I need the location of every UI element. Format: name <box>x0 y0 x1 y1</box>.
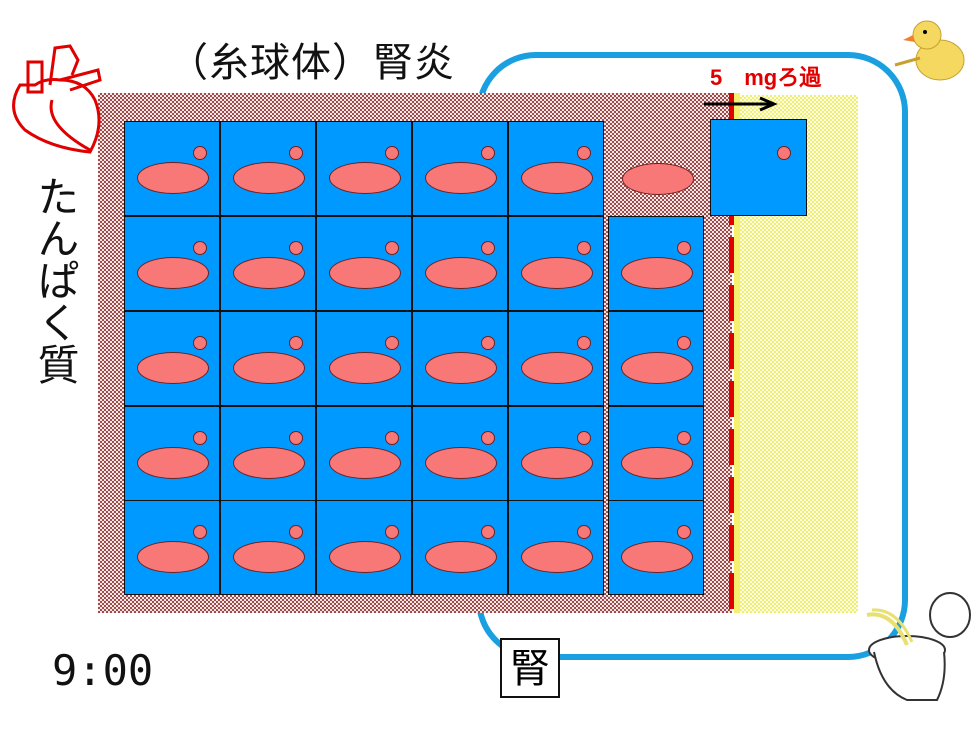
small-protein-dot <box>677 336 691 350</box>
small-protein-dot <box>385 336 399 350</box>
protein-ellipse <box>137 447 209 479</box>
protein-ellipse <box>233 257 305 289</box>
small-protein-dot <box>193 336 207 350</box>
protein-ellipse <box>521 352 593 384</box>
protein-ellipse <box>521 541 593 573</box>
small-protein-dot <box>193 146 207 160</box>
protein-ellipse <box>621 352 693 384</box>
membrane-dash <box>729 333 734 369</box>
small-protein-dot <box>481 336 495 350</box>
small-protein-dot <box>289 525 303 539</box>
protein-ellipse <box>233 162 305 194</box>
protein-ellipse <box>329 352 401 384</box>
protein-ellipse <box>329 162 401 194</box>
filtered-cell <box>710 119 807 216</box>
protein-ellipse <box>521 162 593 194</box>
small-protein-dot <box>193 241 207 255</box>
small-protein-dot <box>289 146 303 160</box>
small-protein-dot <box>385 431 399 445</box>
protein-ellipse <box>425 541 497 573</box>
membrane-dash <box>729 477 734 513</box>
small-protein-dot <box>577 241 591 255</box>
small-protein-dot <box>481 525 495 539</box>
protein-ellipse <box>329 257 401 289</box>
protein-ellipse <box>233 541 305 573</box>
small-protein-dot <box>481 431 495 445</box>
protein-label: たんぱく質 <box>31 175 80 385</box>
membrane-dash <box>729 381 734 417</box>
filtration-label: 5 mgろ過 <box>710 65 822 90</box>
membrane-dash <box>729 429 734 465</box>
membrane-dash <box>729 285 734 321</box>
protein-ellipse <box>425 447 497 479</box>
small-protein-dot <box>289 241 303 255</box>
small-protein-dot <box>385 525 399 539</box>
small-protein-dot <box>289 431 303 445</box>
protein-ellipse <box>425 257 497 289</box>
protein-ellipse <box>621 541 693 573</box>
small-protein-dot <box>481 241 495 255</box>
small-protein-dot <box>577 525 591 539</box>
small-protein-dot <box>385 241 399 255</box>
small-protein-dot <box>777 146 791 160</box>
small-protein-dot <box>677 241 691 255</box>
protein-ellipse <box>137 162 209 194</box>
small-protein-dot <box>677 431 691 445</box>
small-protein-dot <box>577 431 591 445</box>
time-label: 9:00 <box>52 646 154 695</box>
toilet-icon <box>866 592 971 701</box>
protein-ellipse <box>137 541 209 573</box>
protein-ellipse <box>233 447 305 479</box>
membrane-dash <box>729 573 734 609</box>
arrow-right-icon <box>704 96 778 112</box>
small-protein-dot <box>289 336 303 350</box>
protein-ellipse <box>137 257 209 289</box>
protein-ellipse <box>425 162 497 194</box>
heart-icon <box>12 44 102 154</box>
small-protein-dot <box>577 146 591 160</box>
protein-ellipse <box>621 447 693 479</box>
protein-ellipse <box>425 352 497 384</box>
small-protein-dot <box>193 525 207 539</box>
protein-ellipse <box>521 257 593 289</box>
protein-ellipse <box>329 541 401 573</box>
protein-ellipse <box>621 257 693 289</box>
protein-ellipse <box>137 352 209 384</box>
protein-ellipse <box>329 447 401 479</box>
membrane-dash <box>729 525 734 561</box>
protein-ellipse <box>233 352 305 384</box>
small-protein-dot <box>193 431 207 445</box>
membrane-dash <box>729 237 734 273</box>
duck-icon <box>894 20 965 81</box>
small-protein-dot <box>677 525 691 539</box>
kidney-label: 腎 <box>500 638 560 698</box>
small-protein-dot <box>577 336 591 350</box>
page-title: （糸球体）腎炎 <box>168 40 455 86</box>
small-protein-dot <box>385 146 399 160</box>
small-protein-dot <box>481 146 495 160</box>
protein-ellipse <box>521 447 593 479</box>
membrane-dash <box>729 93 734 129</box>
protein-ellipse <box>622 163 694 195</box>
